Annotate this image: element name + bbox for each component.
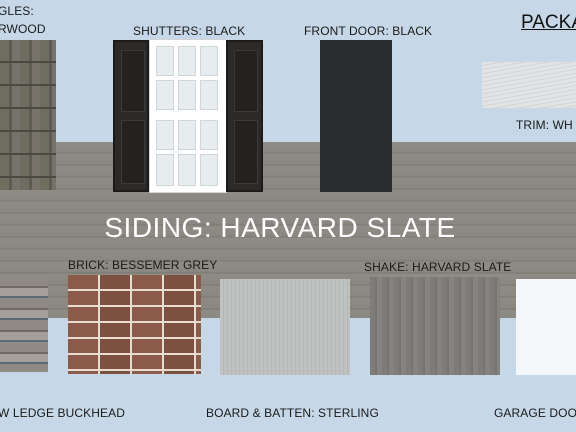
window-pane: [156, 80, 174, 110]
front-door-label: FRONT DOOR: BLACK: [304, 24, 433, 38]
package-heading: PACKA: [521, 12, 576, 33]
brick-label: BRICK: BESSEMER GREY: [68, 258, 218, 272]
window-pane: [178, 46, 196, 76]
shake-swatch: [370, 277, 500, 375]
shutter-left: [113, 40, 149, 192]
window-pane: [178, 154, 196, 186]
shutter-right: [226, 40, 263, 192]
shingles-label-top: GLES:: [0, 4, 34, 18]
stone-swatch: [0, 276, 48, 372]
shutter-left-lower-panel: [121, 120, 145, 184]
stone-label: W LEDGE BUCKHEAD: [0, 406, 125, 420]
shutter-right-upper-panel: [234, 50, 258, 112]
siding-title: SIDING: HARVARD SLATE: [104, 212, 456, 243]
board-batten-label: BOARD & BATTEN: STERLING: [206, 406, 379, 420]
shutter-right-lower-panel: [234, 120, 258, 184]
window-pane: [156, 154, 174, 186]
shutter-left-upper-panel: [121, 50, 145, 112]
board-batten-swatch: [220, 279, 350, 375]
shake-label: SHAKE: HARVARD SLATE: [364, 260, 512, 274]
window-pane: [200, 120, 218, 150]
shutters-label: SHUTTERS: BLACK: [133, 24, 246, 38]
trim-swatch: [482, 62, 576, 108]
garage-door-label: GARAGE DOO: [494, 406, 576, 420]
brick-swatch: [68, 275, 201, 374]
front-door-swatch: [320, 40, 392, 192]
window-pane: [156, 46, 174, 76]
window-pane: [200, 80, 218, 110]
window-pane: [200, 46, 218, 76]
shingles-label-name: RWOOD: [0, 22, 46, 36]
shingles-swatch: [0, 40, 56, 190]
trim-label: TRIM: WH: [516, 118, 573, 132]
window-pane: [178, 80, 196, 110]
window-pane: [200, 154, 218, 186]
window-pane: [178, 120, 196, 150]
window-pane: [156, 120, 174, 150]
window-swatch: [150, 40, 226, 192]
garage-door-swatch: [516, 279, 576, 375]
